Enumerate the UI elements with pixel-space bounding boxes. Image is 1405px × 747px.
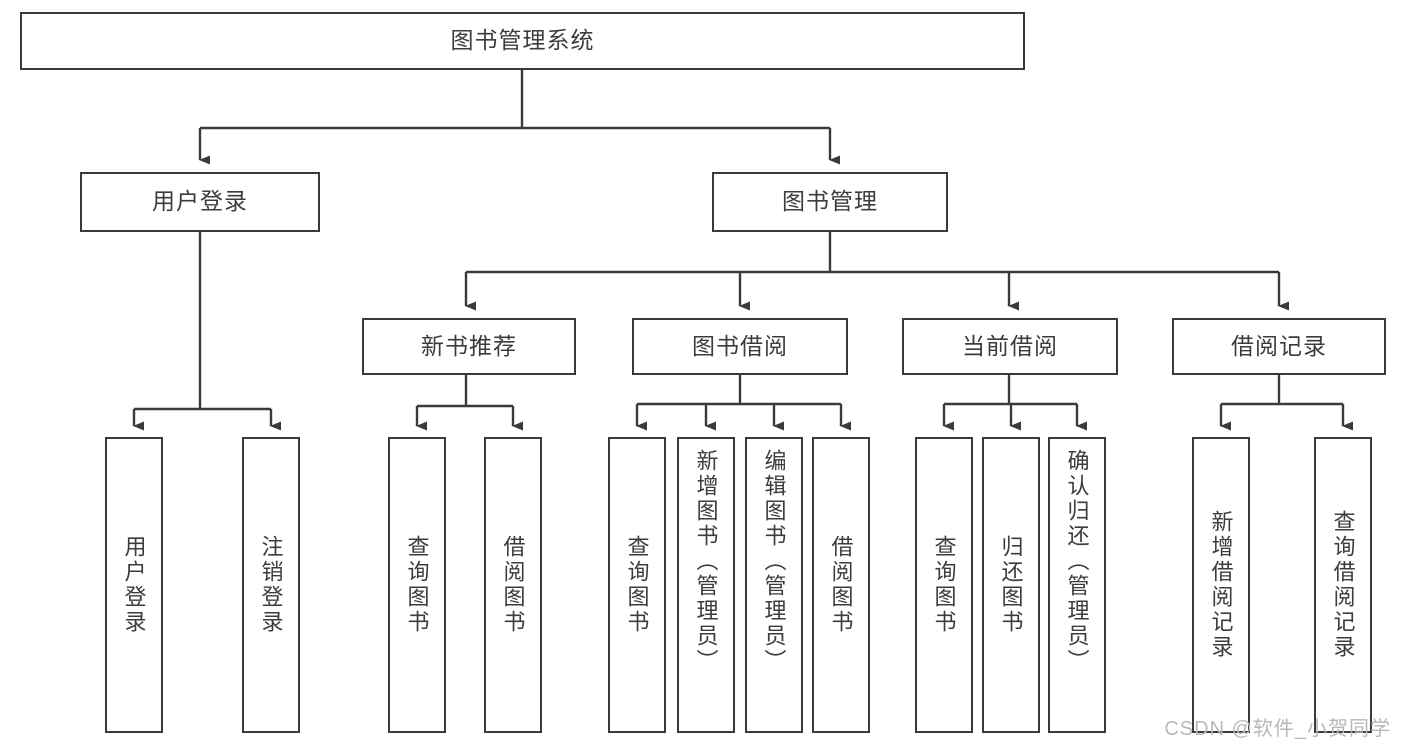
node-leaf-query-book-3[interactable]: 查询图书 xyxy=(915,437,973,733)
node-leaf-logout-login-label: 注销登录 xyxy=(258,535,284,635)
node-new-book-recommend-label: 新书推荐 xyxy=(421,332,517,359)
node-new-book-recommend[interactable]: 新书推荐 xyxy=(362,318,576,375)
node-leaf-confirm-return[interactable]: 确认归还（管理员） xyxy=(1048,437,1106,733)
node-leaf-borrow-book-2-label: 借阅图书 xyxy=(828,535,854,635)
node-user-login[interactable]: 用户登录 xyxy=(80,172,320,232)
node-borrow-record[interactable]: 借阅记录 xyxy=(1172,318,1386,375)
node-book-borrow[interactable]: 图书借阅 xyxy=(632,318,848,375)
node-leaf-borrow-book-1[interactable]: 借阅图书 xyxy=(484,437,542,733)
node-leaf-user-login[interactable]: 用户登录 xyxy=(105,437,163,733)
node-leaf-add-book[interactable]: 新增图书（管理员） xyxy=(677,437,735,733)
node-leaf-query-book-2[interactable]: 查询图书 xyxy=(608,437,666,733)
node-book-borrow-label: 图书借阅 xyxy=(692,332,788,359)
node-current-borrow[interactable]: 当前借阅 xyxy=(902,318,1118,375)
node-leaf-edit-book[interactable]: 编辑图书（管理员） xyxy=(745,437,803,733)
node-leaf-user-login-label: 用户登录 xyxy=(121,535,147,635)
node-leaf-query-book-2-label: 查询图书 xyxy=(624,535,650,635)
node-current-borrow-label: 当前借阅 xyxy=(962,332,1058,359)
watermark-text: CSDN @软件_小贺同学 xyxy=(1164,718,1391,740)
node-leaf-logout-login[interactable]: 注销登录 xyxy=(242,437,300,733)
node-leaf-add-record[interactable]: 新增借阅记录 xyxy=(1192,437,1250,733)
node-leaf-add-book-label: 新增图书（管理员） xyxy=(693,449,719,674)
node-root[interactable]: 图书管理系统 xyxy=(20,12,1025,70)
node-leaf-query-record-label: 查询借阅记录 xyxy=(1330,510,1356,660)
node-root-label: 图书管理系统 xyxy=(450,27,595,54)
node-leaf-confirm-return-label: 确认归还（管理员） xyxy=(1064,449,1090,674)
node-user-login-label: 用户登录 xyxy=(152,188,248,215)
node-book-management-label: 图书管理 xyxy=(782,188,878,215)
node-leaf-return-book-label: 归还图书 xyxy=(998,535,1024,635)
node-leaf-add-record-label: 新增借阅记录 xyxy=(1208,510,1234,660)
node-borrow-record-label: 借阅记录 xyxy=(1231,332,1327,359)
node-leaf-query-book-1[interactable]: 查询图书 xyxy=(388,437,446,733)
node-leaf-return-book[interactable]: 归还图书 xyxy=(982,437,1040,733)
node-leaf-query-book-3-label: 查询图书 xyxy=(931,535,957,635)
node-leaf-borrow-book-1-label: 借阅图书 xyxy=(500,535,526,635)
node-leaf-borrow-book-2[interactable]: 借阅图书 xyxy=(812,437,870,733)
node-leaf-query-record[interactable]: 查询借阅记录 xyxy=(1314,437,1372,733)
node-book-management[interactable]: 图书管理 xyxy=(712,172,948,232)
node-leaf-edit-book-label: 编辑图书（管理员） xyxy=(761,449,787,674)
node-leaf-query-book-1-label: 查询图书 xyxy=(404,535,430,635)
